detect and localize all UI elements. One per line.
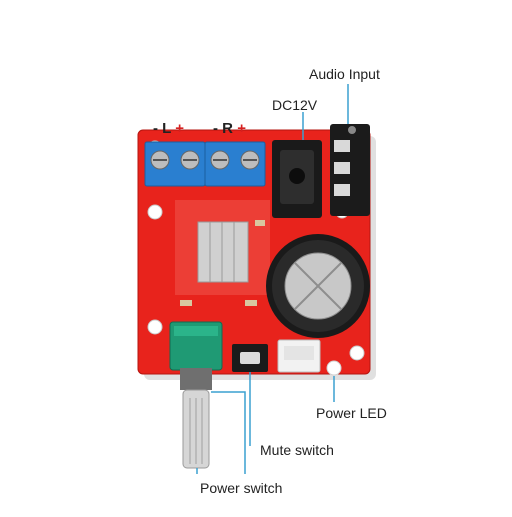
audio-input-jack (330, 124, 370, 216)
smd-component (255, 220, 265, 226)
callout-lines (196, 84, 349, 474)
amplifier-ic (175, 200, 270, 295)
mute-switch-label: Mute switch (260, 442, 334, 458)
left-speaker-terminal (144, 141, 206, 187)
left-channel-polarity: - L + (153, 120, 185, 137)
dc-power-jack (272, 140, 322, 218)
electrolytic-capacitor (266, 234, 370, 338)
smd-component (245, 300, 257, 306)
smd-component (180, 300, 192, 306)
mounting-hole (147, 319, 163, 335)
right-channel-polarity: - R + (213, 120, 246, 137)
volume-potentiometer (169, 321, 223, 469)
mute-switch-component (232, 344, 268, 372)
right-speaker-terminal (204, 141, 266, 187)
power-led-label: Power LED (316, 405, 387, 421)
mounting-hole (147, 204, 163, 220)
power-led-component (326, 360, 342, 376)
mounting-hole (349, 345, 365, 361)
dc12v-label: DC12V (272, 97, 318, 113)
power-connector (277, 339, 321, 373)
power-switch-label: Power switch (200, 480, 283, 496)
audio-input-label: Audio Input (309, 66, 380, 82)
